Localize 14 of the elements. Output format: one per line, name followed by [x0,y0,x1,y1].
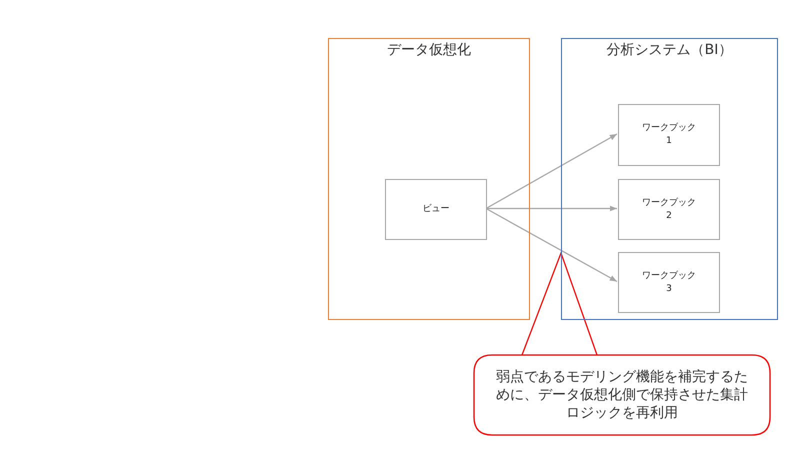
group-frame [561,38,778,320]
callout-text: 弱点であるモデリング機能を補完するために、データ仮想化側で保持させた集計ロジックを再利用 [495,368,749,422]
process-box: ワークブック 3 [618,252,720,313]
speech-bubble [473,354,771,436]
leader-line [521,251,598,356]
arrow [486,208,618,282]
group-heading: データ仮想化 [386,41,472,59]
process-box: ビュー [385,179,487,240]
process-box: ワークブック 1 [618,104,720,166]
arrow [486,133,618,210]
group-heading: 分析システム（BI） [606,41,734,59]
arrow [486,206,617,212]
process-box: ワークブック 2 [618,179,720,240]
group-frame [328,38,530,320]
